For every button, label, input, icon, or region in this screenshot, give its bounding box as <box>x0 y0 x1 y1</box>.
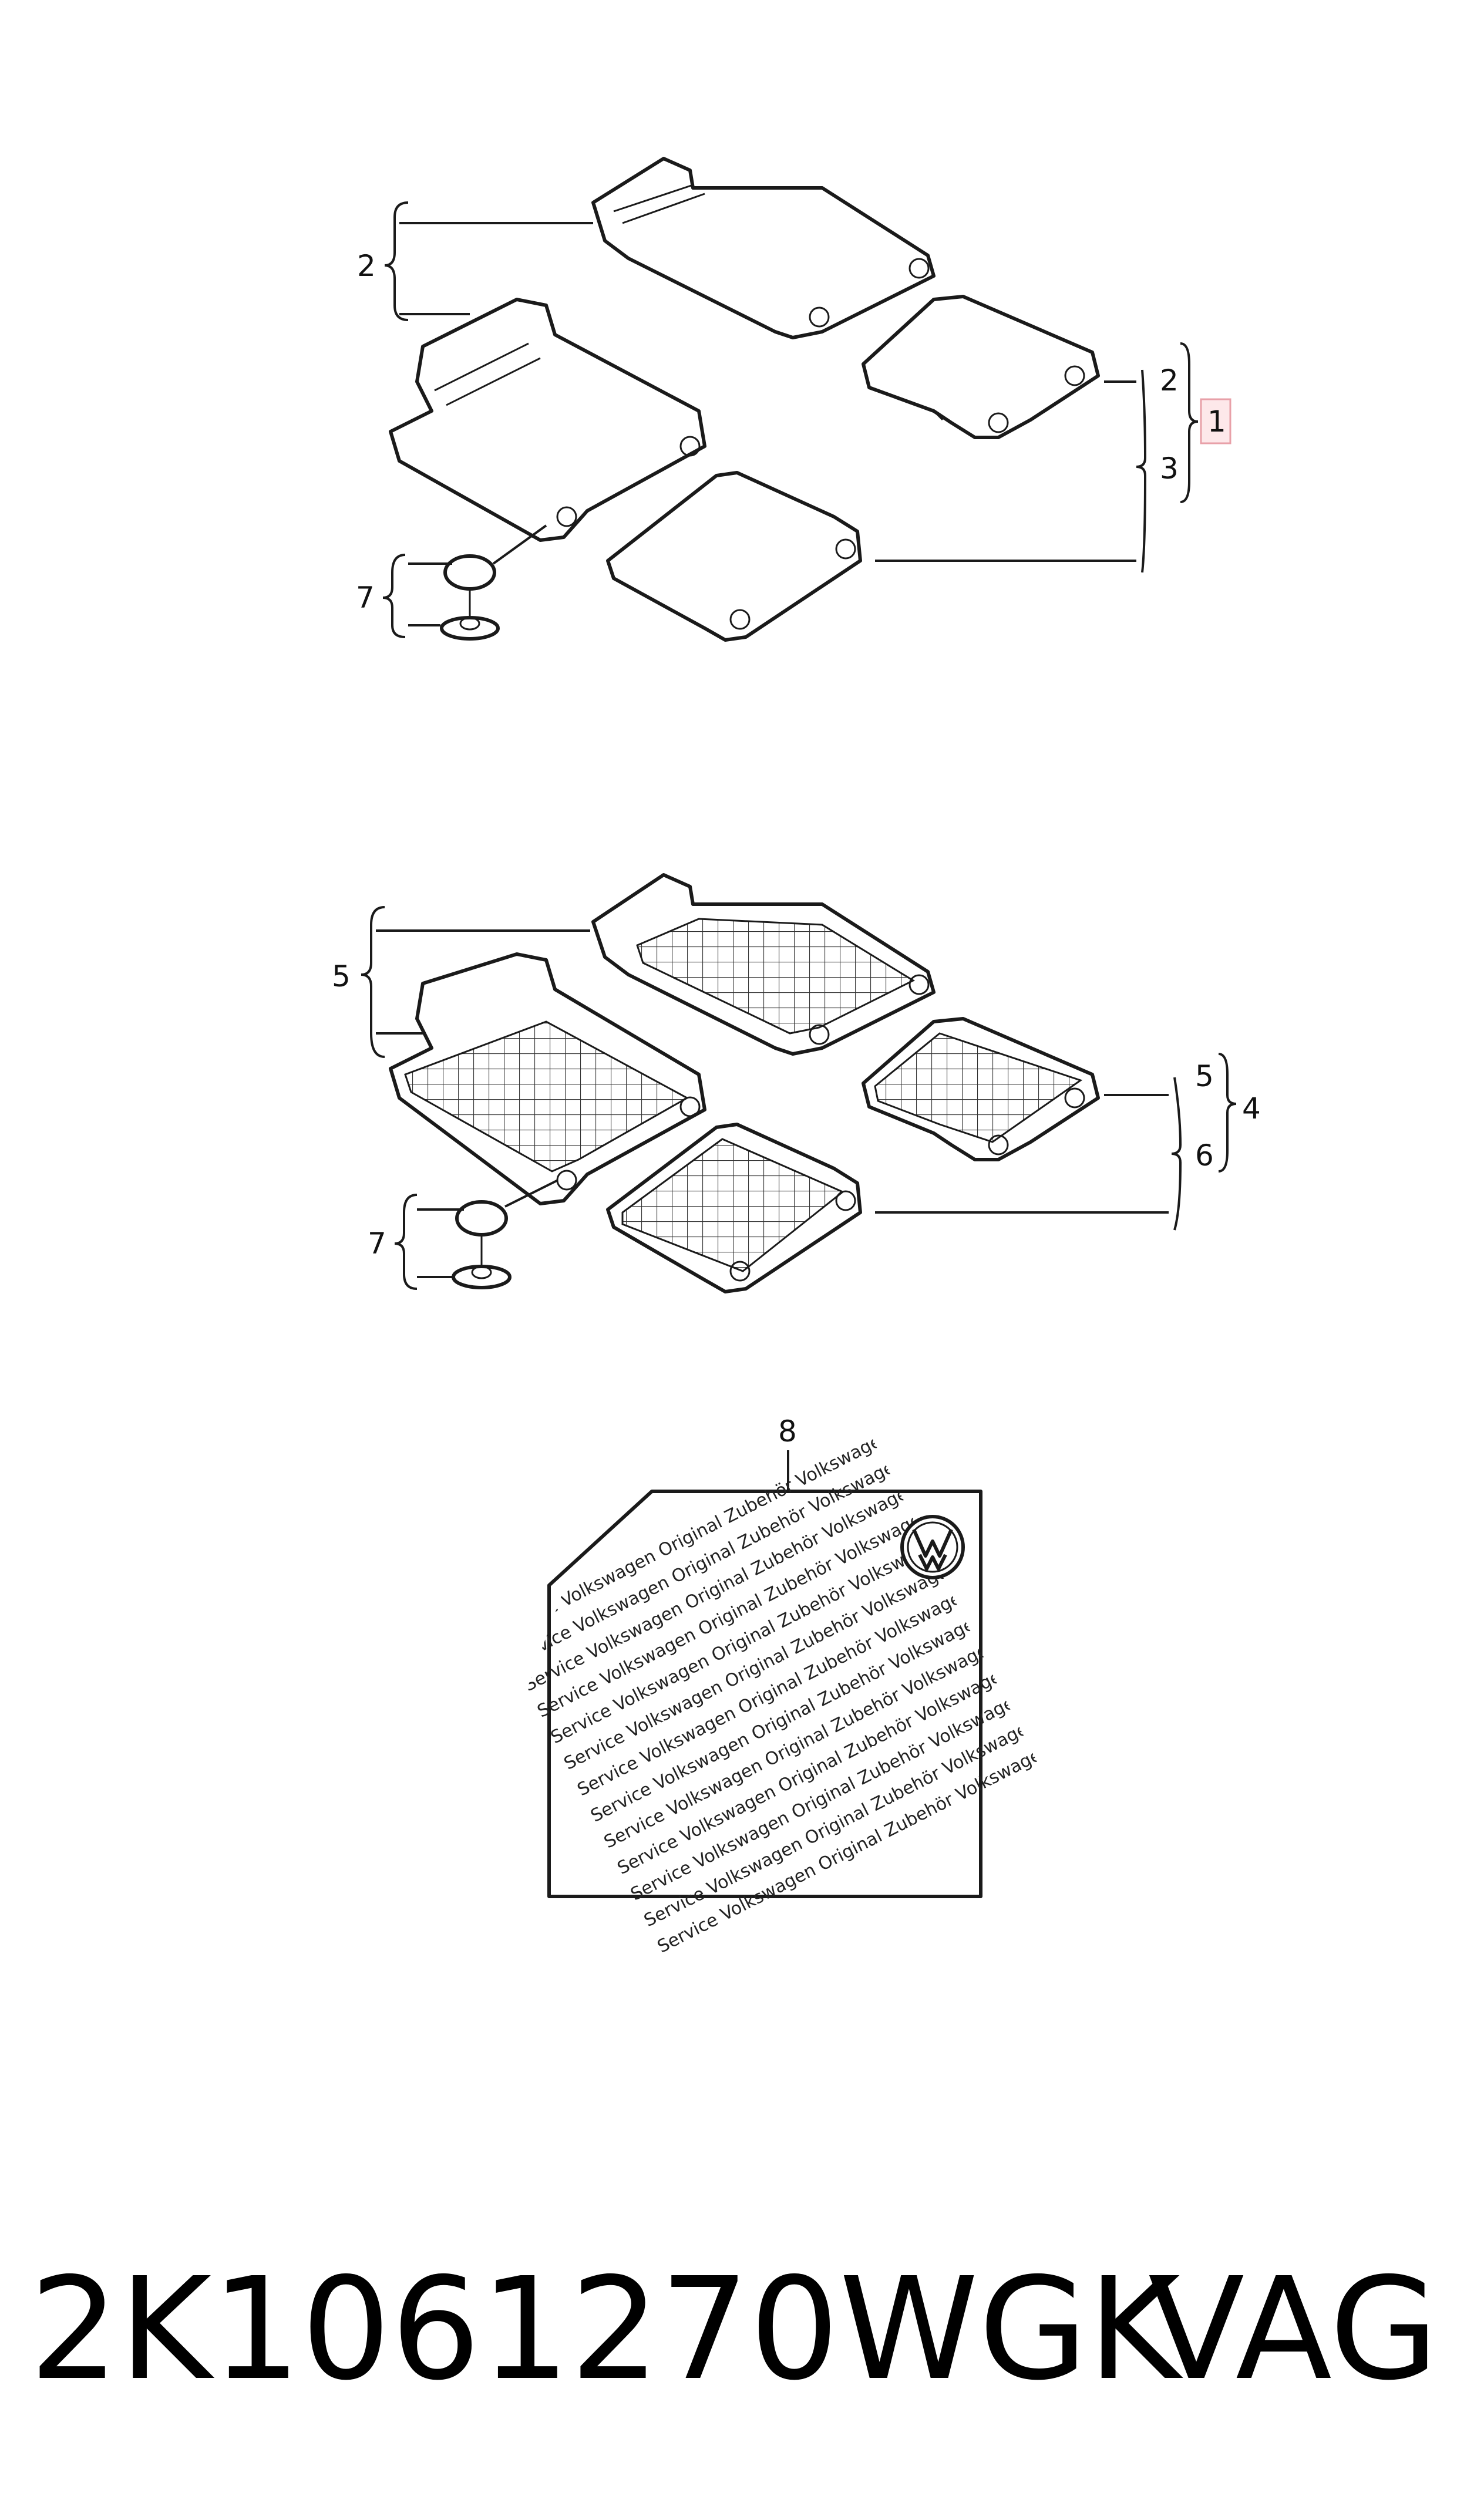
part-number: 2K1061270WGK <box>29 2247 1183 2411</box>
rear-left-mat <box>606 471 862 642</box>
label-sheet <box>547 1490 982 1898</box>
rear-right-mat <box>862 295 1100 439</box>
callout-2: 2 <box>1160 363 1179 397</box>
callout-7: 7 <box>356 581 375 615</box>
brand-name: VAG <box>1148 2247 1439 2411</box>
front-left-mat <box>389 298 706 542</box>
accessory-label: 8 Volkswagen Service Volkswagen Original… <box>483 1414 1044 1968</box>
callout-3: 3 <box>1160 452 1179 486</box>
front-right-mat <box>591 157 936 339</box>
callout-1-highlight <box>1200 398 1231 444</box>
rubber-mat-set: 5 5 6 4 7 <box>332 873 1261 1293</box>
rubber-clip-base <box>452 1265 512 1289</box>
callout-1: 1 <box>1207 405 1226 439</box>
callout-2: 2 <box>357 249 376 283</box>
callout-7: 7 <box>368 1227 386 1261</box>
callout-4: 4 <box>1242 1091 1261 1126</box>
vw-logo-icon <box>900 1515 965 1579</box>
callout-8: 8 <box>778 1414 797 1448</box>
callout-5: 5 <box>1195 1059 1214 1093</box>
callout-6: 6 <box>1195 1138 1214 1173</box>
clip-base <box>440 616 500 641</box>
rubber-clip-cap <box>455 1200 508 1237</box>
callout-5: 5 <box>332 959 351 993</box>
textile-mat-set: 2 2 3 1 7 <box>356 157 1231 642</box>
clip-cap <box>443 554 496 591</box>
